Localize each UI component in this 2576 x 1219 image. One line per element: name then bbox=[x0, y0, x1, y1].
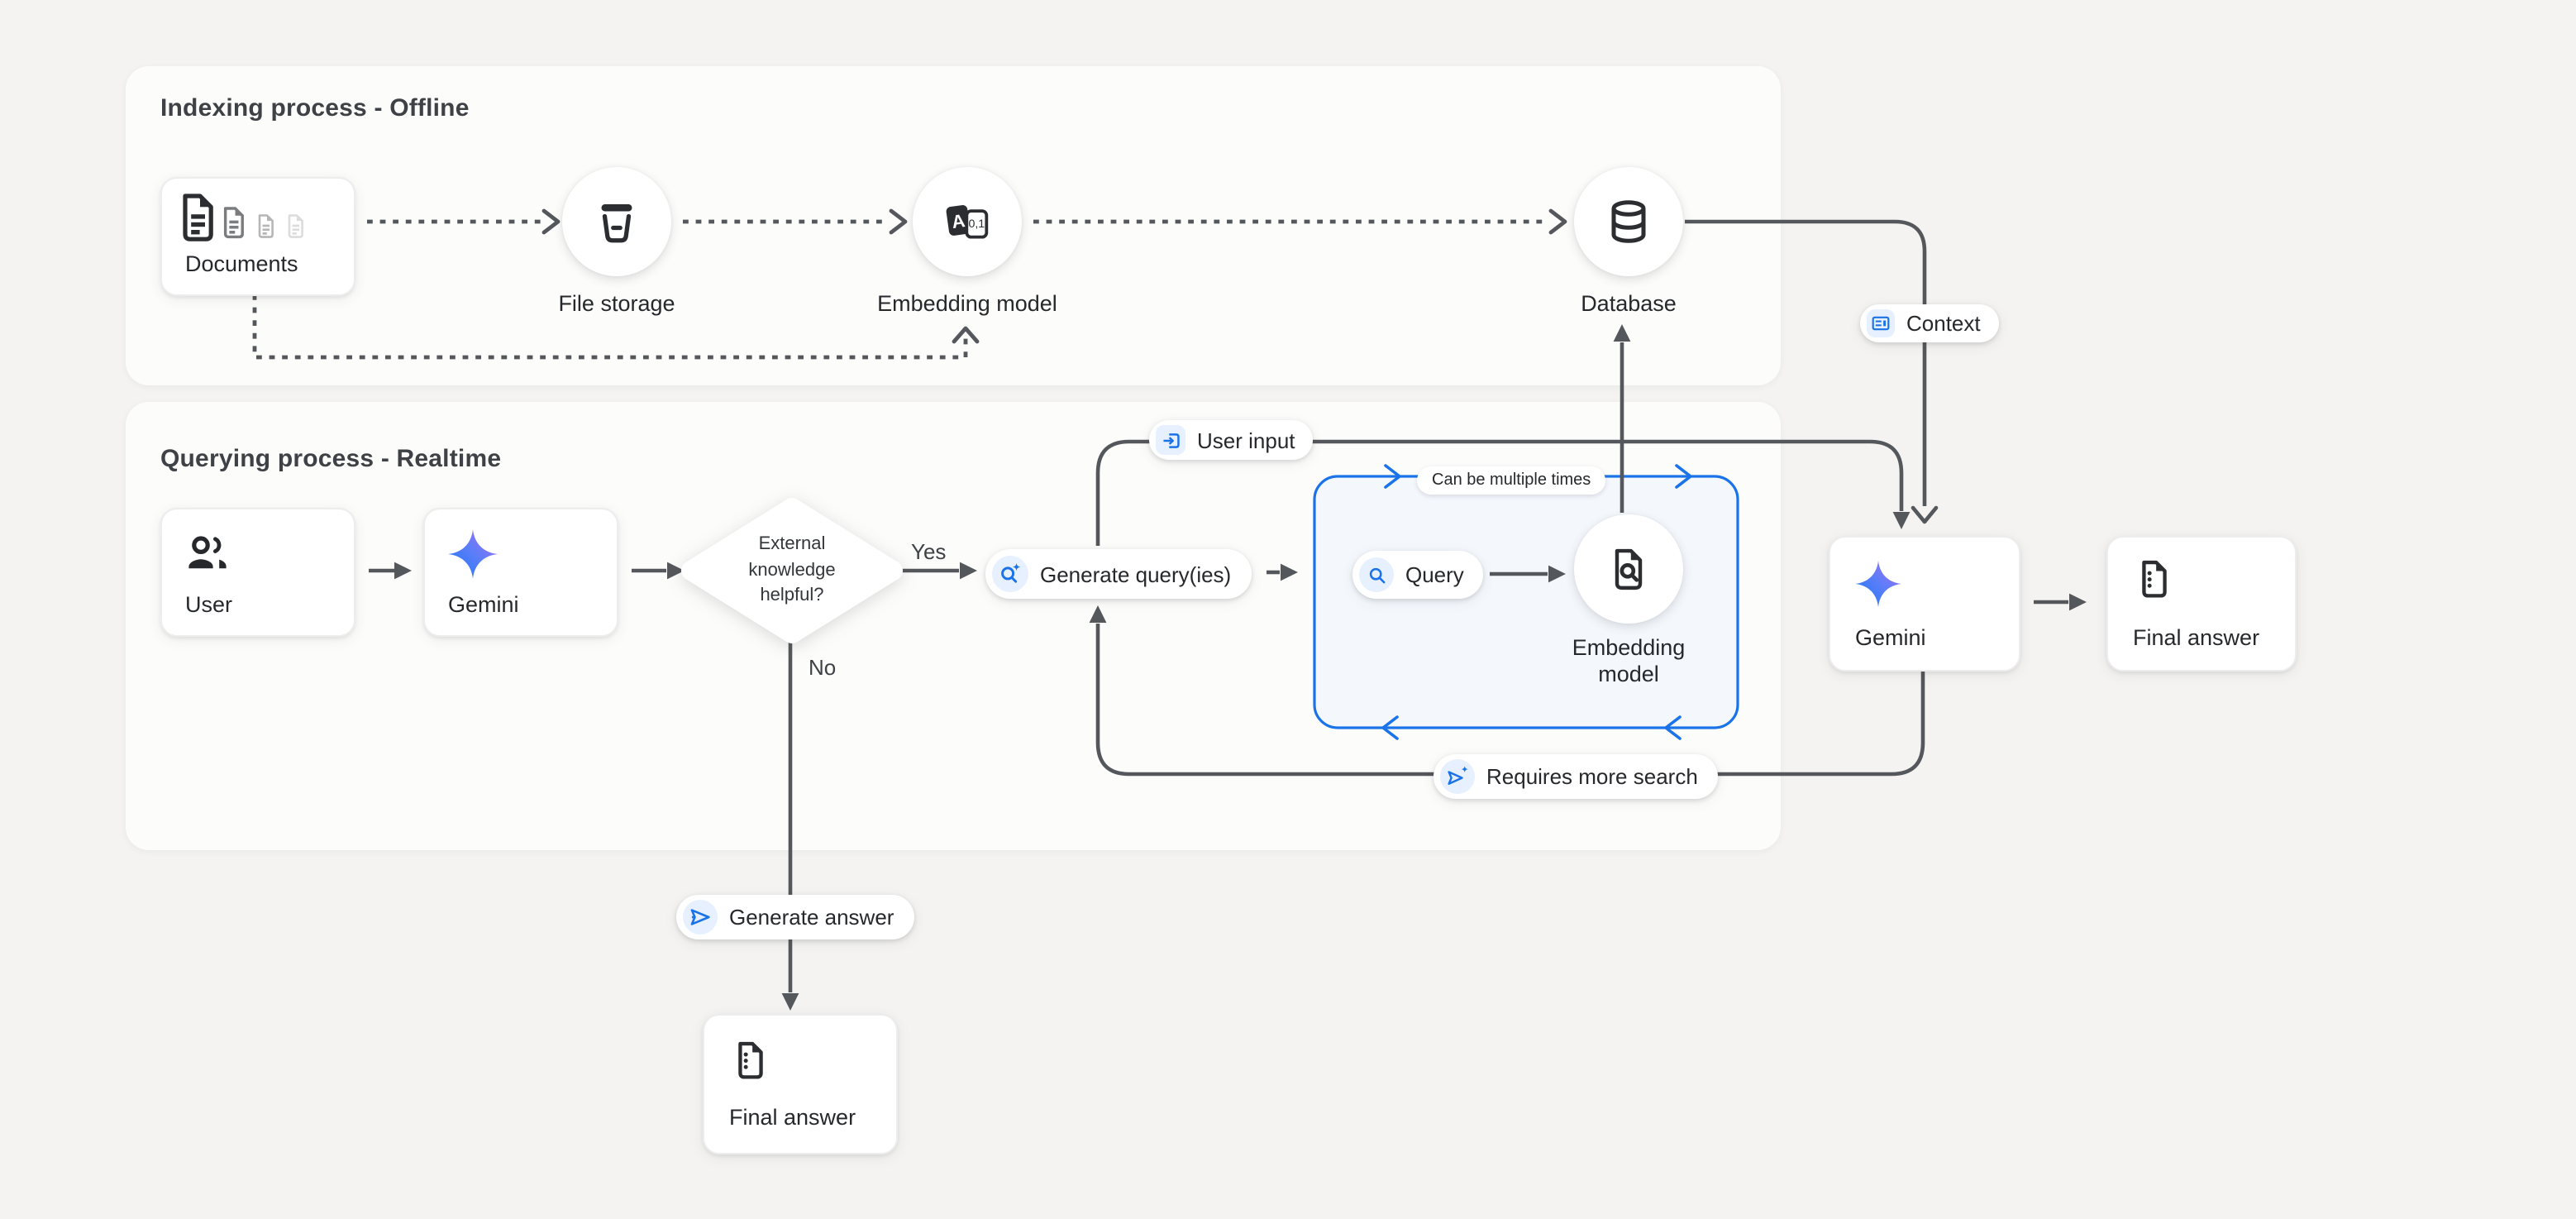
loop-arrow-right-icon bbox=[1675, 464, 1692, 489]
document-search-icon bbox=[1615, 548, 1643, 590]
database-label: Database bbox=[1581, 291, 1677, 316]
generate-query-icon bbox=[992, 556, 1028, 592]
query-pill: Query bbox=[1352, 551, 1484, 599]
arrowhead-icon bbox=[541, 208, 561, 235]
gemini-star-icon bbox=[1855, 561, 1901, 607]
generate-queries-label-text: Generate query(ies) bbox=[1040, 562, 1232, 586]
requires-more-search-icon bbox=[1440, 759, 1475, 794]
arrowhead-icon bbox=[394, 562, 412, 580]
edge-database-context-to-gemini bbox=[1685, 219, 1927, 506]
yes-label: Yes bbox=[911, 539, 947, 564]
final-answer-bottom-label: Final answer bbox=[729, 1105, 856, 1130]
edge-userinput-to-gemini bbox=[1095, 439, 1904, 546]
user-input-label: User input bbox=[1197, 428, 1295, 452]
gemini-left-label: Gemini bbox=[448, 592, 519, 617]
svg-text:0,1: 0,1 bbox=[968, 218, 985, 231]
query-search-icon bbox=[1359, 557, 1394, 592]
context-pill: Context bbox=[1860, 304, 1999, 342]
arrowhead-icon bbox=[2069, 593, 2087, 611]
documents-card: Documents bbox=[160, 177, 355, 296]
embedding-model-icon: A 0,1 bbox=[946, 205, 989, 239]
generate-answer-label: Generate answer bbox=[729, 905, 894, 930]
arrowhead-icon bbox=[781, 993, 799, 1011]
arrowhead-icon bbox=[1892, 512, 1911, 529]
final-answer-right-label: Final answer bbox=[2133, 625, 2260, 650]
final-answer-doc-icon bbox=[738, 1041, 763, 1079]
final-answer-doc-icon bbox=[2142, 560, 2167, 598]
embedding-model-top-node: A 0,1 bbox=[913, 167, 1022, 276]
embedding-model-bottom-node bbox=[1574, 514, 1683, 624]
generate-answer-icon bbox=[683, 900, 718, 935]
user-card: User bbox=[160, 508, 355, 637]
indexing-panel-title: Indexing process - Offline bbox=[160, 94, 470, 122]
file-storage-node bbox=[562, 167, 671, 276]
loop-arrow-left-icon bbox=[1381, 715, 1399, 740]
user-icon bbox=[188, 536, 227, 569]
file-storage-icon bbox=[601, 204, 632, 243]
embedding-model-bottom-label: Embedding model bbox=[1572, 635, 1686, 686]
loop-arrow-right-icon bbox=[1384, 464, 1401, 489]
context-icon bbox=[1867, 309, 1895, 337]
requires-more-search-pill: Requires more search bbox=[1433, 754, 1718, 799]
generate-queries-pill: Generate query(ies) bbox=[985, 549, 1252, 599]
no-label: No bbox=[809, 655, 837, 680]
filled-arrowheads bbox=[394, 324, 2087, 1011]
database-node bbox=[1574, 167, 1683, 276]
final-answer-bottom-card: Final answer bbox=[703, 1014, 898, 1154]
arrowhead-icon bbox=[1281, 563, 1298, 581]
arrowhead-icon bbox=[1911, 505, 1939, 524]
gemini-right-card: Gemini bbox=[1829, 536, 2020, 672]
gemini-star-icon bbox=[448, 529, 498, 579]
documents-icon bbox=[183, 194, 303, 241]
edge-documents-to-embedding-feedback bbox=[252, 294, 968, 360]
querying-panel-title: Querying process - Realtime bbox=[160, 445, 502, 473]
final-answer-right-card: Final answer bbox=[2106, 536, 2297, 672]
decision-diamond bbox=[681, 498, 903, 643]
database-icon bbox=[1611, 200, 1646, 243]
arrowhead-icon bbox=[667, 562, 685, 580]
svg-text:A: A bbox=[951, 210, 966, 232]
arrowhead-icon bbox=[960, 562, 977, 580]
gemini-right-label: Gemini bbox=[1855, 625, 1926, 650]
generate-answer-pill: Generate answer bbox=[676, 895, 914, 939]
arrowhead-icon bbox=[1089, 605, 1107, 623]
loop-box-direction-icons bbox=[1381, 464, 1692, 740]
can-be-multiple-times-pill: Can be multiple times bbox=[1417, 466, 1606, 495]
arrowhead-icon bbox=[952, 326, 980, 344]
context-label: Context bbox=[1906, 311, 1981, 336]
query-label: Query bbox=[1405, 562, 1464, 587]
decision-label: External knowledge helpful? bbox=[748, 534, 836, 605]
requires-more-search-label: Requires more search bbox=[1486, 764, 1698, 789]
arrowhead-icon bbox=[1613, 324, 1631, 342]
arrowhead-icon bbox=[1548, 208, 1567, 235]
arrowhead-icon bbox=[1548, 565, 1566, 583]
file-storage-label: File storage bbox=[558, 291, 675, 316]
loop-arrow-left-icon bbox=[1664, 715, 1682, 740]
embedding-model-top-label: Embedding model bbox=[877, 291, 1057, 316]
user-input-icon bbox=[1156, 425, 1185, 455]
user-label: User bbox=[185, 592, 233, 617]
loop-box bbox=[1313, 475, 1739, 729]
user-input-pill: User input bbox=[1149, 420, 1314, 460]
documents-label: Documents bbox=[185, 251, 298, 276]
arrowhead-icon bbox=[889, 208, 908, 235]
gemini-left-card: Gemini bbox=[423, 508, 618, 637]
